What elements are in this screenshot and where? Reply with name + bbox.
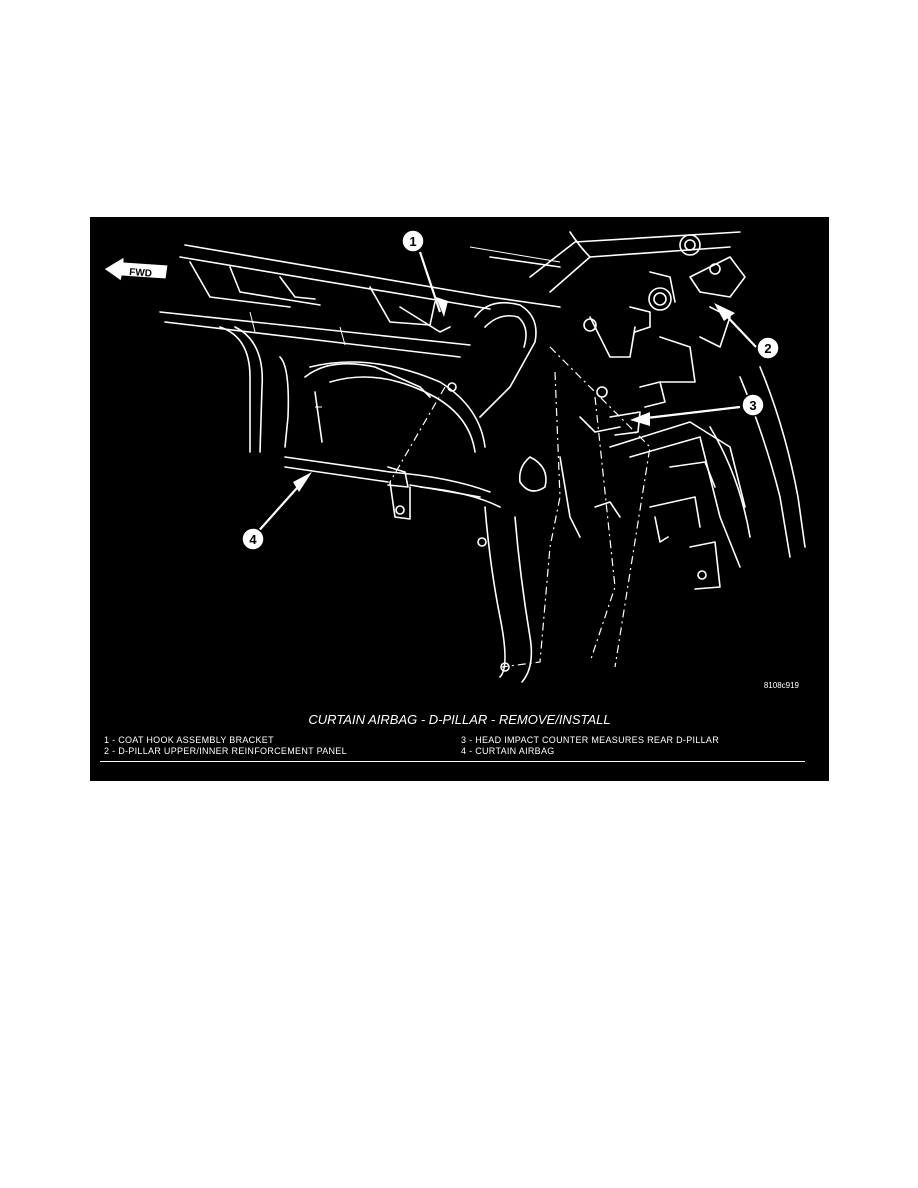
figure-id: 8108c919 — [763, 681, 799, 690]
svg-text:1: 1 — [409, 234, 416, 249]
svg-text:2: 2 — [764, 341, 771, 356]
fwd-arrow: FWD — [103, 256, 169, 282]
callout-2: 2 — [756, 336, 780, 360]
technical-illustration: FWD 1 2 3 4 8108c919 — [90, 217, 829, 781]
svg-text:4: 4 — [249, 532, 257, 547]
quarter-panel-arch — [309, 361, 533, 683]
rear-body-lower — [609, 366, 806, 590]
fastener-holes — [395, 234, 721, 672]
fwd-label: FWD — [129, 267, 152, 280]
door-opening-frame — [219, 326, 431, 453]
legend-column-left: 1 - COAT HOOK ASSEMBLY BRACKET 2 - D-PIL… — [104, 735, 347, 757]
callout-4: 4 — [241, 527, 265, 551]
figure-title: CURTAIN AIRBAG - D-PILLAR - REMOVE/INSTA… — [308, 712, 611, 727]
curtain-airbag — [284, 456, 481, 520]
routing-dash-lines — [389, 346, 651, 668]
legend-divider — [100, 761, 805, 762]
d-pillar-panels — [474, 231, 746, 538]
legend-item: 3 - HEAD IMPACT COUNTER MEASURES REAR D-… — [461, 735, 720, 745]
d-pillar-drawing: FWD 1 2 3 4 — [103, 229, 806, 683]
callout-1: 1 — [401, 229, 425, 253]
roof-rail-structure — [159, 244, 561, 358]
callout-leaders — [254, 251, 757, 536]
callout-3: 3 — [741, 393, 765, 417]
legend-column-right: 3 - HEAD IMPACT COUNTER MEASURES REAR D-… — [461, 735, 719, 757]
svg-text:3: 3 — [749, 398, 756, 413]
legend-item: 4 - CURTAIN AIRBAG — [461, 746, 555, 756]
legend-item: 1 - COAT HOOK ASSEMBLY BRACKET — [104, 735, 274, 745]
legend-item: 2 - D-PILLAR UPPER/INNER REINFORCEMENT P… — [104, 746, 347, 756]
